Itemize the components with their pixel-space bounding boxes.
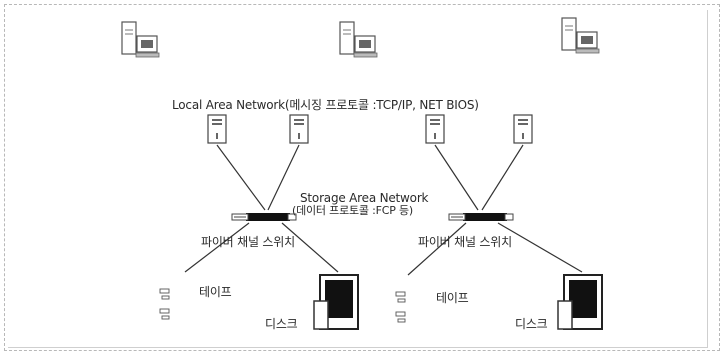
link-server4-switch — [482, 145, 523, 210]
server-1-icon — [208, 115, 226, 143]
disk-left-icon — [314, 275, 358, 329]
disk-right-label: 디스크 — [515, 315, 548, 332]
disk-left-label: 디스크 — [265, 315, 298, 332]
client-pc-2-icon — [340, 22, 377, 57]
server-3-icon — [426, 115, 444, 143]
tape-left-icon — [160, 289, 169, 319]
server-2-icon — [290, 115, 308, 143]
fc-switch-left-label: 파이버 채널 스위치 — [201, 233, 295, 250]
client-pc-1-icon — [122, 22, 159, 57]
link-server2-switch — [268, 145, 299, 210]
san-protocol-label: (데이터 프로토콜 :FCP 등) — [292, 202, 413, 218]
client-pc-3-icon — [562, 18, 599, 53]
fc-switch-right-label: 파이버 채널 스위치 — [418, 233, 512, 250]
tape-right-icon — [396, 292, 405, 322]
server-4-icon — [514, 115, 532, 143]
fc-switch-right-icon — [449, 213, 513, 221]
disk-right-icon — [558, 275, 602, 329]
tape-left-label: 테이프 — [199, 283, 232, 300]
link-server1-switch — [217, 145, 265, 210]
link-server3-switch — [435, 145, 478, 210]
fc-switch-left-icon — [232, 213, 296, 221]
lan-label: Local Area Network(메시징 프로토콜 :TCP/IP, NET… — [172, 96, 479, 113]
tape-right-label: 테이프 — [436, 289, 469, 306]
